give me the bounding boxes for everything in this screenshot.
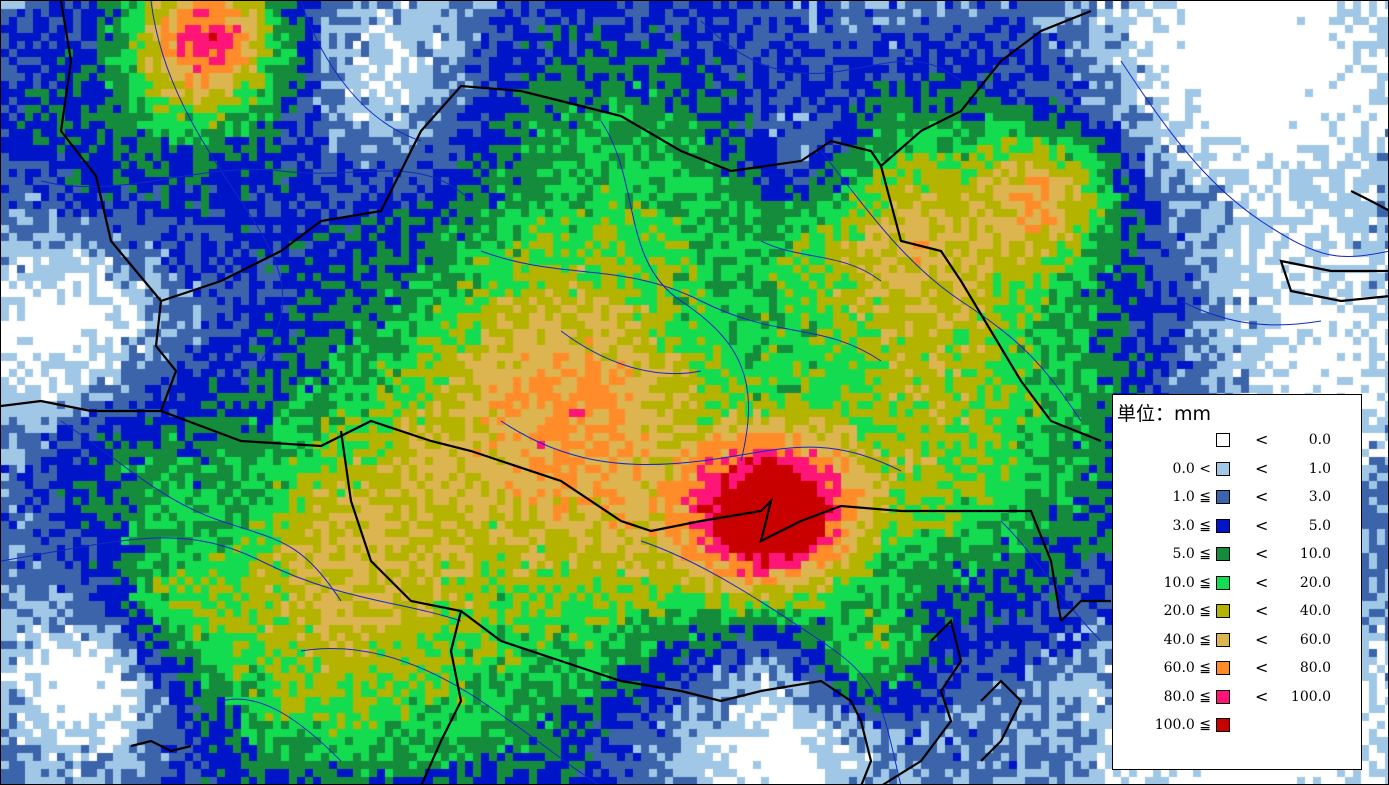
legend-row: 20.0 ≦ <40.0 <box>1113 599 1363 626</box>
legend-upper-bound: 10.0 <box>1299 546 1331 562</box>
legend-swatch <box>1216 604 1230 618</box>
legend-upper-bound: 80.0 <box>1299 660 1331 676</box>
legend-swatch <box>1216 433 1230 447</box>
legend-row: 0.0 < <1.0 <box>1113 457 1363 484</box>
legend-row: <0.0 <box>1113 428 1363 455</box>
legend-upper-bound: 20.0 <box>1299 574 1331 591</box>
legend-lower-bound: 40.0 ≦ <box>1163 631 1211 648</box>
legend-lower-bound: 20.0 ≦ <box>1163 603 1211 619</box>
legend-lower-bound: 80.0 ≦ <box>1163 688 1211 705</box>
legend-title: 単位：mm <box>1117 403 1212 425</box>
legend-less-than: < <box>1255 686 1269 706</box>
legend-lower-bound: 5.0 ≦ <box>1172 546 1211 562</box>
legend-upper-bound: 100.0 <box>1290 688 1331 705</box>
legend-less-than: < <box>1255 658 1269 677</box>
legend-upper-bound: 3.0 <box>1308 489 1331 505</box>
legend-swatch <box>1216 689 1230 704</box>
legend-less-than: < <box>1255 601 1269 620</box>
legend-upper-bound: 60.0 <box>1299 631 1331 648</box>
legend-lower-bound: 60.0 ≦ <box>1163 660 1211 676</box>
legend-upper-bound: 5.0 <box>1308 517 1331 534</box>
legend-less-than: < <box>1255 629 1269 649</box>
legend-row: 40.0 ≦ <60.0 <box>1113 628 1363 655</box>
legend-swatch <box>1216 575 1230 590</box>
legend-less-than: < <box>1255 544 1269 563</box>
legend-swatch <box>1216 461 1230 476</box>
legend-row: 5.0 ≦ <10.0 <box>1113 542 1363 569</box>
legend-less-than: < <box>1255 572 1269 592</box>
legend-lower-bound: 3.0 ≦ <box>1172 517 1211 534</box>
legend-row: 3.0 ≦ <5.0 <box>1113 514 1363 541</box>
legend-lower-bound: 10.0 ≦ <box>1163 574 1211 591</box>
legend-swatch <box>1216 490 1230 504</box>
legend-upper-bound: 40.0 <box>1299 603 1331 619</box>
legend-upper-bound: 1.0 <box>1308 460 1331 477</box>
legend-less-than: < <box>1255 487 1269 506</box>
legend-upper-bound: 0.0 <box>1308 432 1331 448</box>
legend-swatch <box>1216 632 1230 647</box>
legend-less-than: < <box>1255 430 1269 449</box>
legend-swatch <box>1216 547 1230 561</box>
legend-swatch <box>1216 718 1230 732</box>
legend-less-than: < <box>1255 515 1269 535</box>
legend-swatch <box>1216 661 1230 675</box>
legend-row: 1.0 ≦ <3.0 <box>1113 485 1363 512</box>
legend-lower-bound: 1.0 ≦ <box>1172 489 1211 505</box>
legend-row: 60.0 ≦ <80.0 <box>1113 656 1363 683</box>
legend-lower-bound: 0.0 < <box>1172 460 1211 477</box>
legend-less-than: < <box>1255 458 1269 478</box>
legend-row: 10.0 ≦ <20.0 <box>1113 571 1363 598</box>
legend-lower-bound: 100.0 ≦ <box>1154 717 1211 733</box>
legend-swatch <box>1216 518 1230 533</box>
legend-row: 80.0 ≦ <100.0 <box>1113 685 1363 712</box>
legend-row: 100.0 ≦ <box>1113 713 1363 740</box>
